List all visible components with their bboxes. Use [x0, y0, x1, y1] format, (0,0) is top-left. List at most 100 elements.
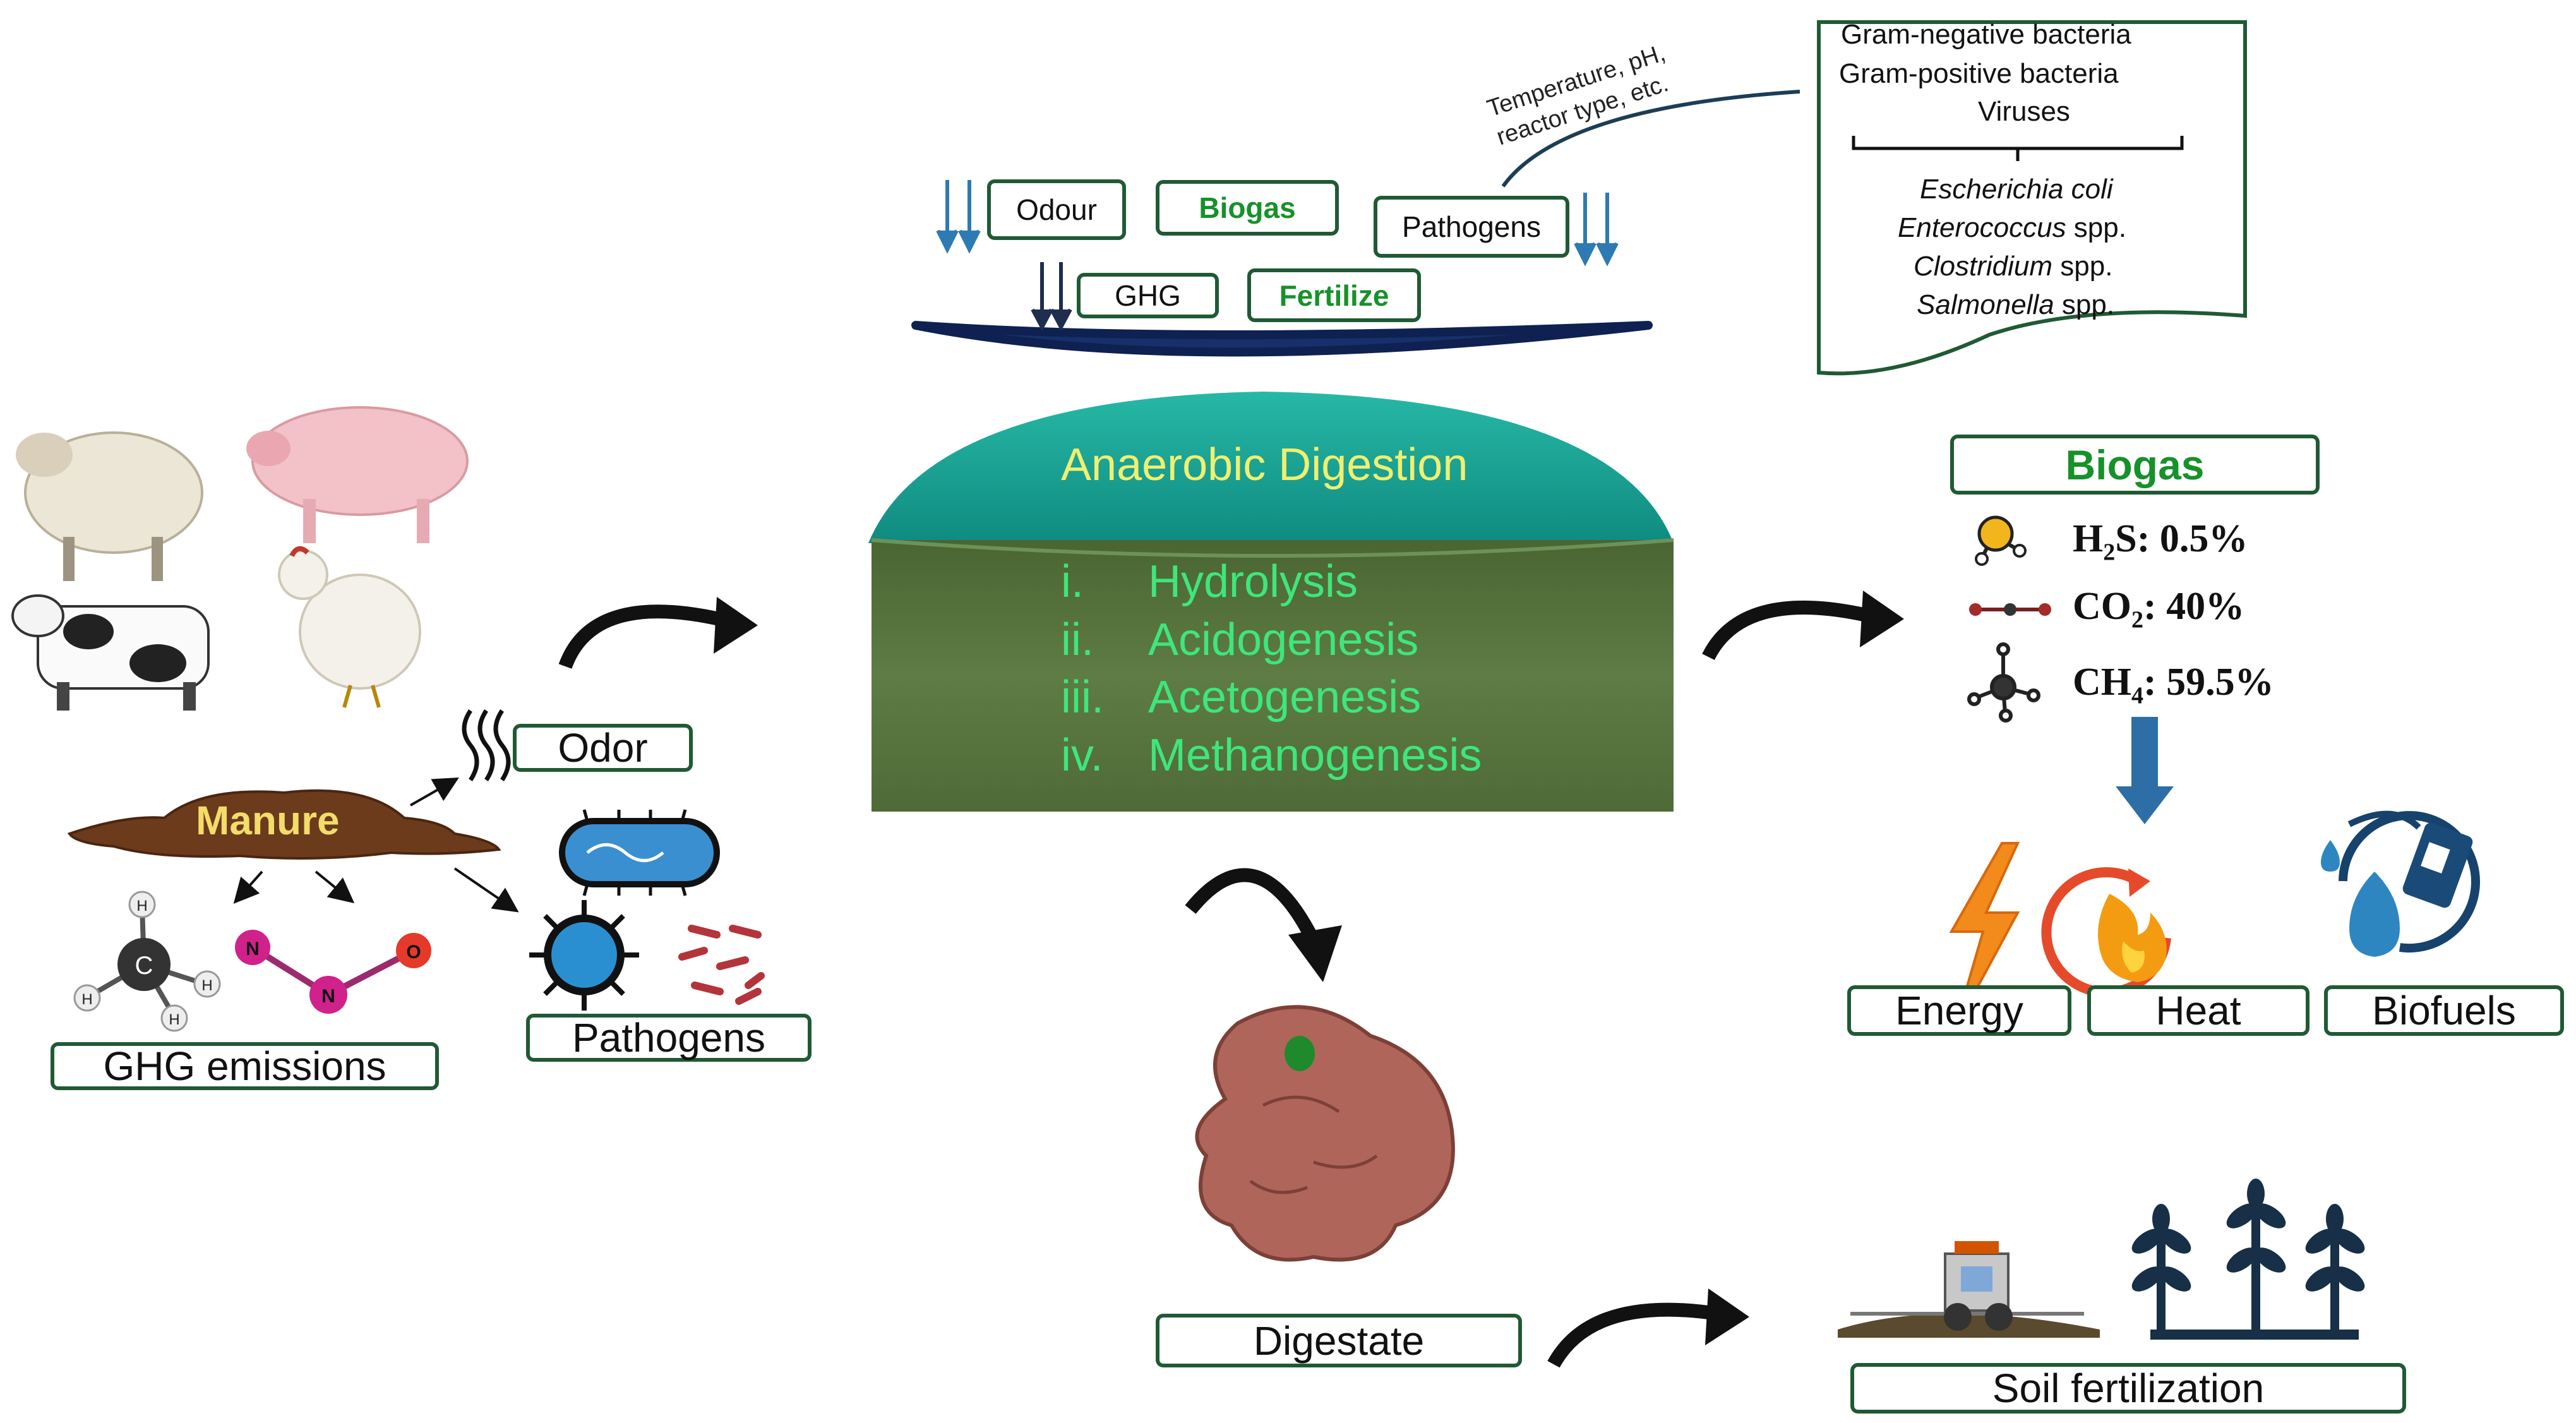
digestate-label-box: Digestate [1156, 1314, 1522, 1367]
soil-fertilization-label: Soil fertilization [1992, 1366, 2265, 1411]
step-number: iv. [1061, 730, 1103, 781]
pig-icon [246, 406, 469, 543]
pathogens-label-box-left: Pathogens [526, 1014, 812, 1062]
methane-h4-label: H [201, 977, 212, 994]
h2s-molecule-icon [1975, 515, 2027, 566]
ch4-value: : 59.5% [2143, 661, 2274, 704]
methane-h3-label: H [169, 1011, 179, 1028]
methane-h1-label: H [136, 898, 147, 915]
flow-arrow-to-digestate-head [1288, 925, 1342, 982]
n2o-o-label: O [406, 942, 421, 963]
crops-icon [2131, 1179, 2365, 1340]
pathogen-group-gram-negative: Gram-negative bacteria [1841, 19, 2131, 50]
energy-label-box: Energy [1847, 985, 2071, 1036]
ch4-composition: CH4: 59.5% [2073, 660, 2274, 709]
flow-arrow-to-digestate [1185, 868, 1320, 944]
energy-label: Energy [1895, 988, 2023, 1033]
pathogen-list-bracket [1852, 136, 2184, 161]
n2o-n1-label: N [246, 939, 260, 959]
pathogens-label-left: Pathogens [572, 1015, 766, 1060]
ghg-emissions-label-box: GHG emissions [51, 1042, 439, 1090]
sheep-icon [16, 431, 203, 581]
fertilize-top-label: Fertilize [1279, 279, 1389, 312]
pathogen-species-row: Clostridium spp. [1914, 251, 2112, 282]
fuel-pump-drop-icon [2321, 810, 2480, 957]
ch4-subscript: 4 [2131, 682, 2143, 709]
pathogens-top-box: Pathogens [1374, 196, 1569, 258]
methane-carbon-label: C [135, 952, 153, 980]
biofuels-label: Biofuels [2372, 988, 2516, 1033]
step-number: ii. [1061, 615, 1094, 665]
step-number: i. [1061, 556, 1084, 607]
co2-value: : 40% [2143, 585, 2245, 628]
blue-arrows-left [936, 180, 981, 254]
manure-label: Manure [196, 798, 340, 843]
biogas-title-box: Biogas [1950, 435, 2320, 495]
tractor-spraying-field-icon [1838, 1241, 2100, 1338]
lightning-icon [1949, 842, 2020, 1030]
co2-formula: CO [2073, 585, 2131, 628]
pathogen-group-gram-positive: Gram-positive bacteria [1839, 58, 2119, 89]
pathogen-group-viruses: Viruses [1978, 96, 2070, 127]
flow-arrow-to-soil-head [1705, 1288, 1749, 1345]
step-name: Acetogenesis [1148, 672, 1422, 723]
step-name: Methanogenesis [1148, 730, 1482, 781]
bacilli-icon [678, 925, 765, 1005]
fertilize-top-box: Fertilize [1247, 268, 1421, 322]
flow-arrow-to-digester [558, 604, 734, 669]
soil-fertilization-label-box: Soil fertilization [1850, 1363, 2406, 1414]
pathogen-list-document [1817, 20, 2247, 376]
biogas-top-box: Biogas [1156, 180, 1339, 236]
biofuels-label-box: Biofuels [2324, 985, 2564, 1036]
species-suffix: spp. [2052, 251, 2113, 282]
co2-molecule-icon [1969, 603, 2051, 616]
pathogen-species-row: Salmonella spp. [1917, 289, 2114, 321]
fire-cycle-icon [2041, 867, 2171, 997]
digestate-icon [1195, 1005, 1455, 1262]
digester-tank [868, 392, 1674, 812]
nitrous-oxide-molecule-icon: N N O [235, 930, 431, 1014]
methane-molecule-icon: C H H H H [73, 891, 221, 1032]
virus-icon [529, 900, 639, 1011]
manure-puddle [67, 789, 501, 860]
digester-title: Anaerobic Digestion [1061, 440, 1468, 490]
heat-label: Heat [2155, 988, 2241, 1033]
flow-arrow-to-biogas-head [1860, 591, 1904, 647]
cow-icon [11, 594, 210, 711]
odour-label: Odour [1016, 193, 1097, 226]
h2s-value: S: 0.5% [2115, 517, 2248, 560]
bacterium-icon [559, 809, 720, 896]
step-name: Acidogenesis [1148, 615, 1419, 665]
ch4-molecule-icon [1967, 642, 2040, 723]
odor-waves-icon [462, 709, 511, 781]
odor-label: Odor [558, 725, 648, 771]
flow-arrow-to-biogas [1702, 600, 1871, 661]
species-suffix: spp. [2054, 289, 2115, 320]
n2o-n2-label: N [321, 986, 335, 1007]
flow-arrow-to-soil [1547, 1302, 1719, 1368]
biogas-top-label: Biogas [1199, 191, 1296, 224]
flow-arrow-to-digester-head [714, 597, 758, 654]
ghg-top-label: GHG [1115, 279, 1181, 312]
pathogens-top-label: Pathogens [1402, 210, 1541, 243]
biogas-to-uses-arrow [2116, 717, 2174, 824]
ghg-top-box: GHG [1077, 273, 1219, 318]
co2-subscript: 2 [2131, 606, 2143, 633]
methane-h2-label: H [81, 991, 92, 1008]
species-genus: Escherichia coli [1920, 174, 2113, 205]
digestate-label: Digestate [1253, 1318, 1425, 1364]
co2-composition: CO2: 40% [2073, 584, 2244, 633]
h2s-formula: H [2073, 517, 2104, 560]
ghg-emissions-label: GHG emissions [103, 1043, 386, 1089]
chicken-icon [278, 546, 421, 708]
odor-label-box: Odor [513, 724, 693, 772]
h2s-composition: H2S: 0.5% [2073, 517, 2248, 566]
pathogen-species-row: Enterococcus spp. [1898, 212, 2126, 244]
heat-label-box: Heat [2087, 985, 2309, 1036]
biofilter-membrane [911, 321, 1653, 357]
h2s-subscript: 2 [2103, 539, 2116, 566]
species-suffix: spp. [2066, 212, 2126, 243]
dark-arrows-ghg [1031, 262, 1072, 332]
odour-box: Odour [987, 179, 1126, 240]
